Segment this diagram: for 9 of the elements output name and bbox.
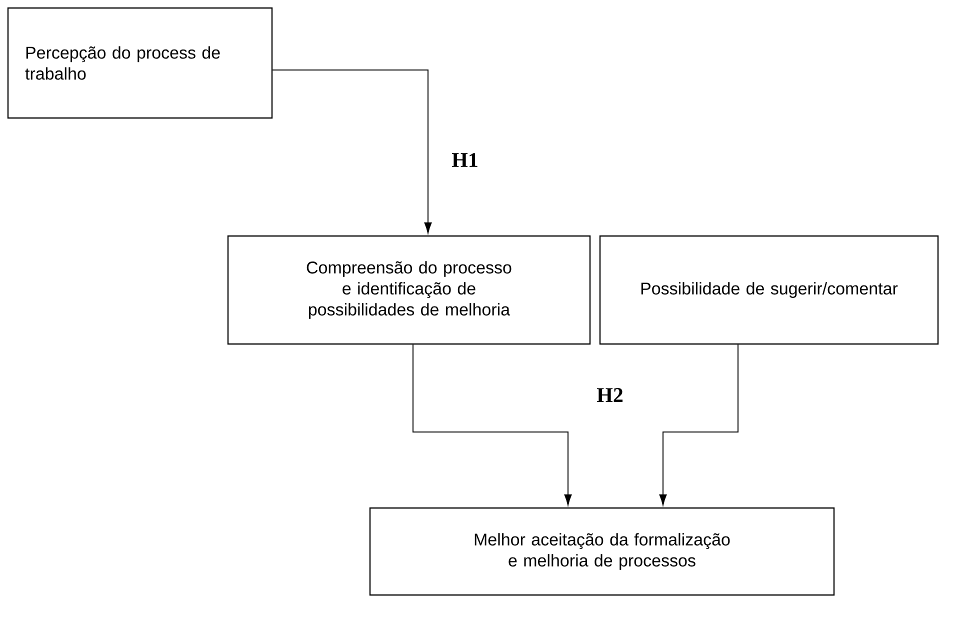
process-box: Percepção do process de trabalho	[7, 7, 273, 119]
process-box: Melhor aceitação da formalização e melhoria de processos	[369, 507, 835, 596]
process-box: Possibilidade de sugerir/comentar	[599, 235, 939, 345]
arrow	[659, 344, 738, 506]
process-box: Compreensão do processo e identificação de possibilidades de melhoria	[227, 235, 591, 345]
arrow	[412, 344, 572, 506]
arrow	[272, 70, 432, 234]
edge-label: H1	[450, 152, 480, 168]
hypothesis-label: H2	[596, 388, 623, 402]
